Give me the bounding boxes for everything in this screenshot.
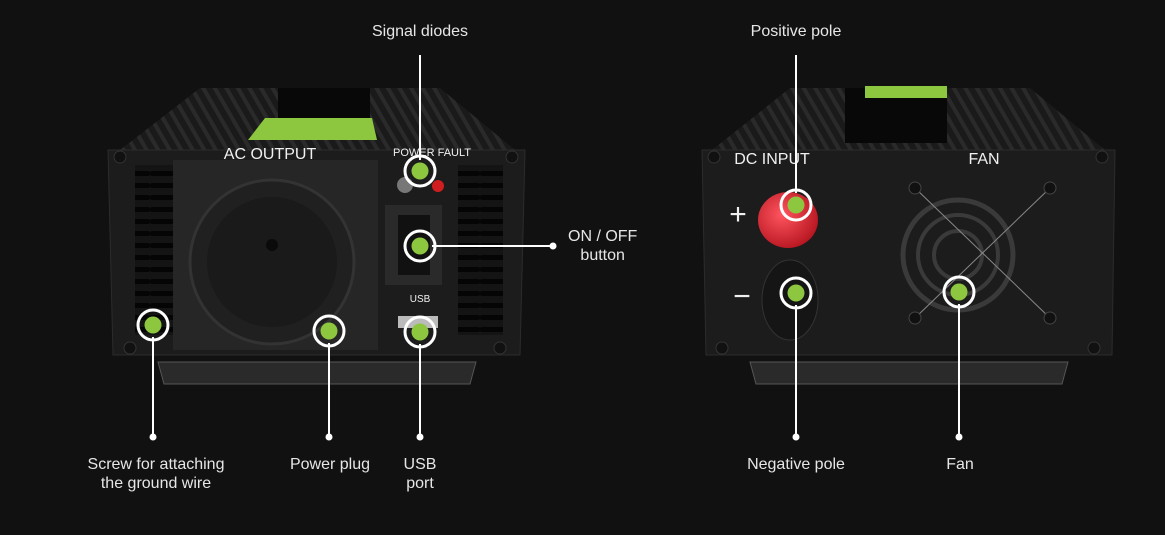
callout-positive-pole: Positive pole [750, 23, 842, 40]
hotspot-power-plug[interactable] [312, 314, 346, 348]
fan-panel-label: FAN [968, 151, 999, 168]
hotspot-signal-diodes[interactable] [403, 154, 437, 188]
dc-input-label: DC INPUT [734, 151, 810, 168]
ac-output-label: AC OUTPUT [224, 146, 317, 163]
hotspot-fan[interactable] [942, 275, 976, 309]
front-panel-device: AC OUTPUT POWER FAULT USB [107, 88, 526, 385]
callout-fan: Fan [946, 456, 974, 473]
callout-ground-screw: Screw for attaching the ground wire [87, 456, 225, 492]
back-panel-device: DC INPUT FAN + − [701, 86, 1116, 385]
callout-on-off-button: ON / OFF button [568, 228, 638, 264]
power-fault-label: POWER FAULT [393, 147, 471, 159]
callout-end-dots [149, 242, 963, 441]
hotspot-ground-screw[interactable] [136, 308, 170, 342]
callout-usb-port: USB port [403, 456, 437, 492]
callout-power-plug: Power plug [289, 456, 371, 473]
hotspot-on-off-button[interactable] [403, 229, 437, 263]
hotspot-usb-port[interactable] [403, 315, 437, 349]
hotspots [136, 154, 976, 349]
hotspot-negative-pole[interactable] [779, 276, 813, 310]
usb-label: USB [410, 294, 431, 305]
callout-lines [152, 55, 960, 437]
minus-sign: − [733, 280, 751, 313]
callout-signal-diodes: Signal diodes [371, 23, 469, 40]
plus-sign: + [729, 198, 747, 231]
hotspot-positive-pole[interactable] [779, 188, 813, 222]
callout-negative-pole: Negative pole [747, 456, 845, 473]
